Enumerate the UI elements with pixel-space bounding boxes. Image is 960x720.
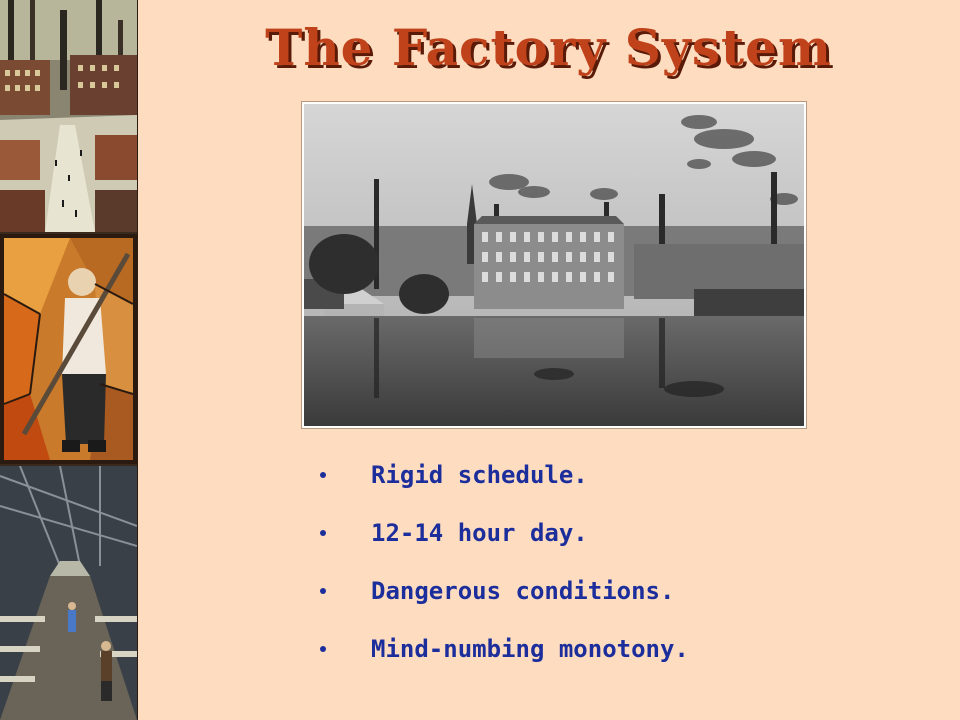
factory-photograph	[302, 102, 806, 428]
list-item: 12-14 hour day.	[320, 504, 920, 562]
bullet-text: Mind-numbing monotony.	[371, 635, 689, 663]
bullet-dot-icon	[320, 588, 326, 594]
industrial-town-painting	[0, 0, 137, 232]
bullet-dot-icon	[320, 472, 326, 478]
page-title: The Factory System	[265, 18, 832, 77]
decorative-image-strip	[0, 0, 138, 720]
stained-glass-worker	[0, 234, 137, 464]
bullet-text: 12-14 hour day.	[371, 519, 588, 547]
list-item: Rigid schedule.	[320, 446, 920, 504]
bullet-text: Rigid schedule.	[371, 461, 588, 489]
list-item: Dangerous conditions.	[320, 562, 920, 620]
bullet-dot-icon	[320, 530, 326, 536]
bullet-text: Dangerous conditions.	[371, 577, 675, 605]
mill-interior-engraving	[0, 466, 137, 720]
bullet-list: Rigid schedule. 12-14 hour day. Dangerou…	[320, 446, 920, 678]
bullet-dot-icon	[320, 646, 326, 652]
list-item: Mind-numbing monotony.	[320, 620, 920, 678]
